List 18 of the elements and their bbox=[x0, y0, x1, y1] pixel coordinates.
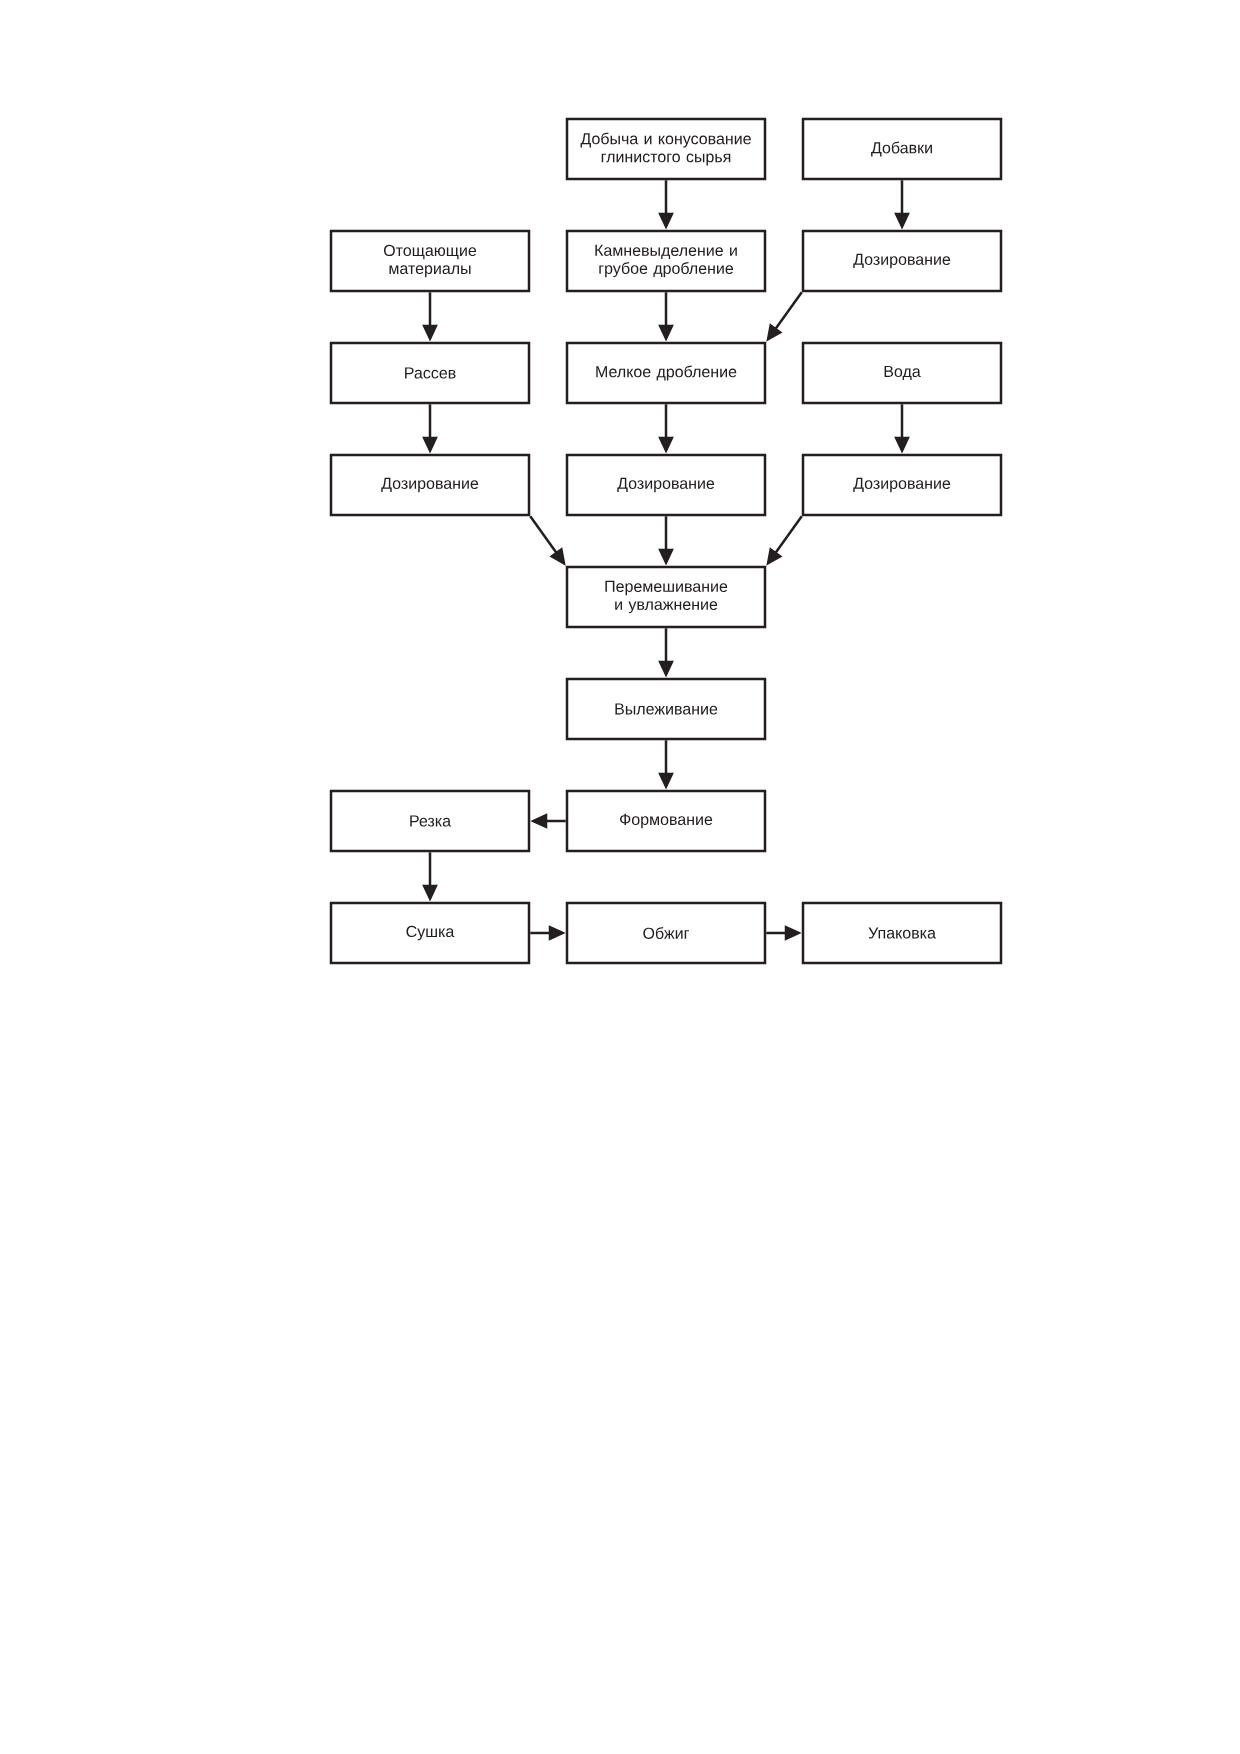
process-box: Добавки bbox=[801, 117, 1003, 181]
process-box: Дозирование bbox=[329, 453, 531, 517]
process-box: Дозирование bbox=[801, 229, 1003, 293]
process-box: Дозирование bbox=[801, 453, 1003, 517]
process-box: Камневыделение и грубое дробление bbox=[565, 229, 767, 293]
process-box: Резка bbox=[329, 789, 531, 853]
process-box: Дозирование bbox=[565, 453, 767, 517]
process-box: Перемешивание и увлажнение bbox=[565, 565, 767, 629]
process-box: Вылеживание bbox=[565, 677, 767, 741]
process-box: Вода bbox=[801, 341, 1003, 405]
process-box: Упаковка bbox=[801, 901, 1003, 965]
process-box: Мелкое дробление bbox=[565, 341, 767, 405]
process-box: Формование bbox=[565, 789, 767, 853]
process-box: Сушка bbox=[329, 901, 531, 965]
process-box: Добыча и конусование глинистого сырья bbox=[565, 117, 767, 181]
process-box: Обжиг bbox=[565, 901, 767, 965]
process-box: Рассев bbox=[329, 341, 531, 405]
process-box: Отощающие материалы bbox=[329, 229, 531, 293]
